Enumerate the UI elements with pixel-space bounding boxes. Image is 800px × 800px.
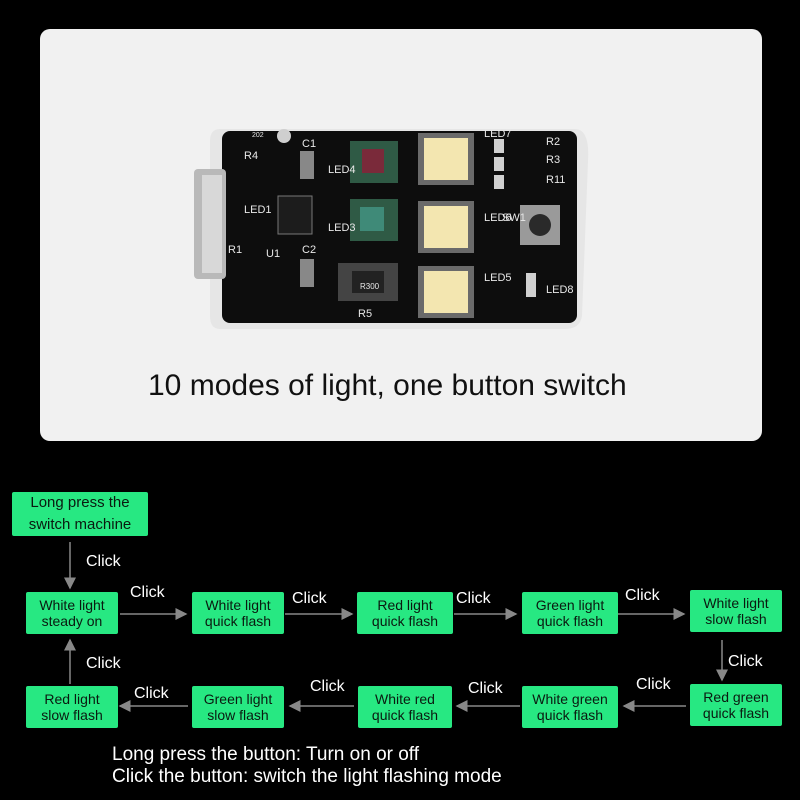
node-white-red-quick-label: White red quick flash [371, 691, 439, 723]
click-label-left: Click [86, 655, 121, 672]
label-led5: LED5 [484, 272, 512, 284]
label-r4: R4 [244, 150, 258, 162]
label-led4: LED4 [328, 164, 356, 176]
node-red-green-quick-label: Red green quick flash [702, 689, 770, 721]
click-label-r1-4: Click [625, 587, 660, 604]
click-label-start: Click [86, 553, 121, 570]
node-white-green-quick: White green quick flash [522, 686, 618, 728]
label-led6: LED6 [484, 212, 512, 224]
label-led7: LED7 [484, 128, 512, 140]
label-r11: R11 [546, 174, 565, 186]
label-c2: C2 [302, 244, 316, 256]
label-r3: R3 [546, 154, 560, 166]
instructions: Long press the button: Turn on or off Cl… [112, 744, 502, 788]
label-led1: LED1 [244, 204, 272, 216]
label-sw1: SW1 [502, 212, 526, 224]
click-label-r2-2: Click [310, 678, 345, 695]
click-label-r1-1: Click [130, 584, 165, 601]
instruction-long-press: Long press the button: Turn on or off [112, 744, 420, 765]
product-card: R4 C1 LED1 R1 U1 C2 LED4 LED3 R300 R5 LE… [40, 29, 762, 441]
label-r300: R300 [360, 282, 380, 291]
node-start-label: Long press the switch machine [28, 494, 132, 533]
node-red-slow-label: Red light slow flash [41, 691, 103, 723]
click-label-r1-3: Click [456, 590, 491, 607]
node-red-quick: Red light quick flash [357, 592, 453, 634]
label-r2: R2 [546, 136, 560, 148]
node-red-quick-label: Red light quick flash [371, 597, 439, 629]
click-label-r2-4: Click [636, 676, 671, 693]
node-white-slow-label: White light slow flash [703, 595, 769, 627]
node-start: Long press the switch machine [12, 492, 148, 536]
node-white-green-quick-label: White green quick flash [532, 691, 608, 723]
node-green-quick-label: Green light quick flash [535, 597, 605, 629]
node-red-green-quick: Red green quick flash [690, 684, 782, 726]
click-label-right: Click [728, 653, 763, 670]
node-white-steady: White light steady on [26, 592, 118, 634]
node-green-slow-label: Green light slow flash [203, 691, 273, 723]
node-white-steady-label: White light steady on [39, 597, 105, 629]
label-led8: LED8 [546, 284, 574, 296]
node-white-quick-label: White light quick flash [204, 597, 272, 629]
node-white-slow: White light slow flash [690, 590, 782, 632]
pcb-illustration: R4 C1 LED1 R1 U1 C2 LED4 LED3 R300 R5 LE… [194, 128, 589, 329]
card-caption: 10 modes of light, one button switch [148, 369, 627, 402]
label-led3: LED3 [328, 222, 356, 234]
node-white-quick: White light quick flash [192, 592, 284, 634]
label-202: 202 [252, 132, 264, 139]
label-u1: U1 [266, 248, 280, 260]
node-green-slow: Green light slow flash [192, 686, 284, 728]
label-r5: R5 [358, 308, 372, 320]
node-green-quick: Green light quick flash [522, 592, 618, 634]
node-white-red-quick: White red quick flash [358, 686, 452, 728]
label-r1: R1 [228, 244, 242, 256]
instruction-click: Click the button: switch the light flash… [112, 766, 502, 787]
click-label-r2-1: Click [134, 685, 169, 702]
pcb-image: R4 C1 LED1 R1 U1 C2 LED4 LED3 R300 R5 LE… [190, 121, 590, 336]
click-label-r2-3: Click [468, 680, 503, 697]
node-red-slow: Red light slow flash [26, 686, 118, 728]
click-label-r1-2: Click [292, 590, 327, 607]
label-c1: C1 [302, 138, 316, 150]
